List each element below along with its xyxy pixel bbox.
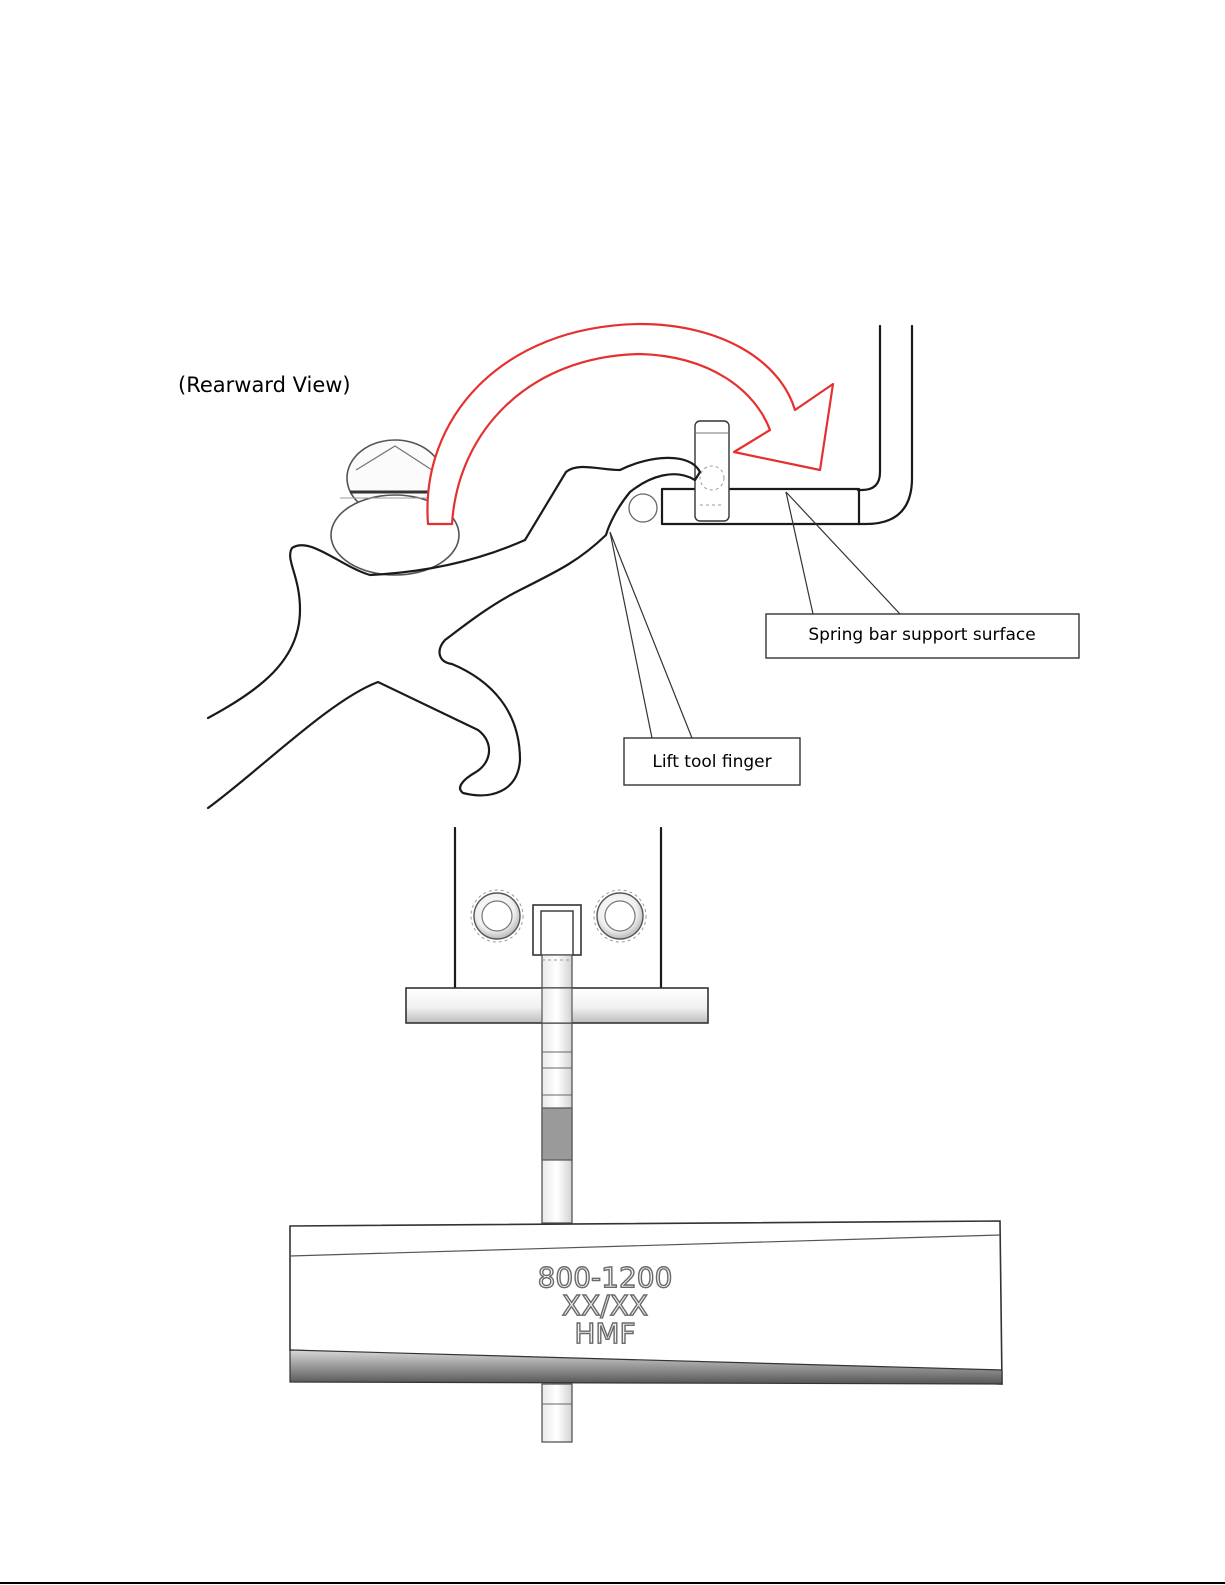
support-surface-label: Spring bar support surface bbox=[808, 625, 1035, 645]
lift-finger-label: Lift tool finger bbox=[652, 752, 771, 772]
bolt-right bbox=[594, 890, 646, 942]
support-surface-callout: Spring bar support surface bbox=[766, 614, 1079, 658]
square-pin bbox=[533, 905, 581, 955]
stamp-line-3: HMF bbox=[574, 1317, 635, 1350]
spring-bar-end bbox=[629, 494, 657, 522]
frame-member bbox=[858, 326, 912, 524]
rotation-arrow bbox=[427, 324, 833, 524]
lift-finger-callout: Lift tool finger bbox=[624, 738, 800, 785]
stem-lower bbox=[542, 1384, 572, 1442]
support-surface-leader bbox=[786, 492, 900, 614]
lift-finger-leader bbox=[610, 532, 692, 738]
bolt-left bbox=[471, 890, 523, 942]
spring-bar-support-plate bbox=[662, 489, 859, 524]
view-title: (Rearward View) bbox=[178, 373, 351, 397]
stem-crossing bbox=[542, 988, 572, 1023]
